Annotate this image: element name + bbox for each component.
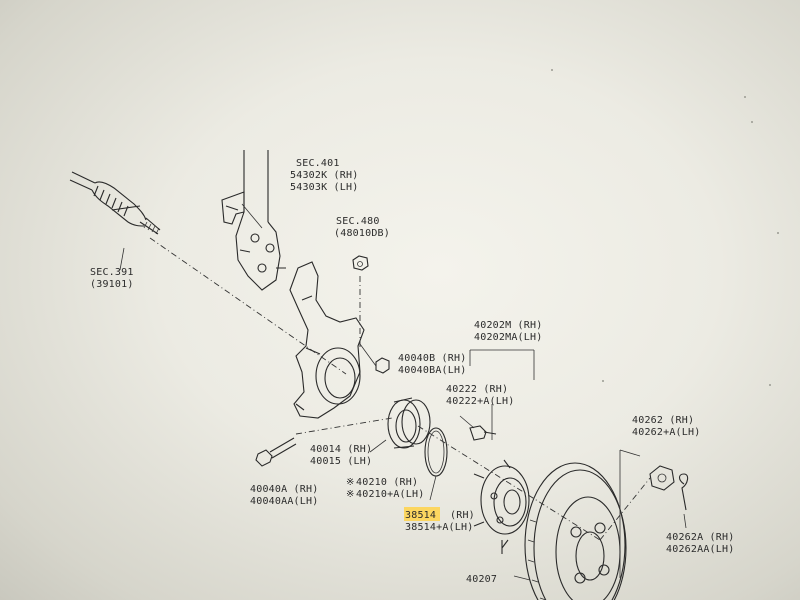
label-48010db: (48010DB) bbox=[334, 228, 390, 239]
label-40210: 40210 (RH) bbox=[356, 477, 418, 488]
brake-rotor-40207 bbox=[524, 462, 627, 600]
label-38514-rh: (RH) bbox=[450, 510, 475, 521]
leader-lines bbox=[119, 203, 687, 581]
drive-shaft bbox=[69, 171, 161, 235]
label-40207: 40207 bbox=[466, 574, 497, 585]
hub-bearing-40210 bbox=[387, 397, 431, 449]
wheel-hub-40202m bbox=[473, 459, 530, 554]
label-40210a: 40210+A(LH) bbox=[356, 489, 424, 500]
label-star-2: ※ bbox=[346, 489, 355, 500]
label-40040a: 40040A (RH) bbox=[250, 484, 318, 495]
label-38514a: 38514+A(LH) bbox=[405, 522, 473, 533]
label-40262a: 40262+A(LH) bbox=[632, 427, 700, 438]
label-40202m: 40202M (RH) bbox=[474, 320, 542, 331]
strut-assembly bbox=[221, 150, 286, 291]
label-40222a: 40222+A(LH) bbox=[446, 396, 514, 407]
label-40262aa: 40262AA(LH) bbox=[666, 544, 734, 555]
label-sec401: SEC.401 bbox=[296, 158, 340, 169]
label-38514: 38514 bbox=[405, 510, 436, 521]
label-star-1: ※ bbox=[346, 477, 355, 488]
label-54302k: 54302K (RH) bbox=[290, 170, 358, 181]
label-40202ma: 40202MA(LH) bbox=[474, 332, 542, 343]
label-40040aa: 40040AA(LH) bbox=[250, 496, 318, 507]
hub-bolt-40222 bbox=[469, 425, 497, 441]
label-40040ba: 40040BA(LH) bbox=[398, 365, 466, 376]
snap-ring-38514 bbox=[424, 427, 448, 477]
label-40262: 40262 (RH) bbox=[632, 415, 694, 426]
label-39101: (39101) bbox=[90, 279, 134, 290]
label-54303k: 54303K (LH) bbox=[290, 182, 358, 193]
paper-specks bbox=[551, 69, 779, 386]
part-number-highlight bbox=[404, 507, 440, 521]
label-40222: 40222 (RH) bbox=[446, 384, 508, 395]
hub-nut-40262 bbox=[649, 465, 675, 491]
cotter-pin-40262a bbox=[678, 473, 689, 511]
callout-labels: SEC.401 54302K (RH) 54303K (LH) SEC.480 … bbox=[90, 158, 734, 585]
label-40040b: 40040B (RH) bbox=[398, 353, 466, 364]
label-sec480: SEC.480 bbox=[336, 216, 380, 227]
nut-48010db bbox=[352, 255, 369, 271]
label-40015: 40015 (LH) bbox=[310, 456, 372, 467]
label-40262a2: 40262A (RH) bbox=[666, 532, 734, 543]
steering-knuckle bbox=[289, 261, 365, 419]
bolt-40040b bbox=[375, 357, 390, 374]
bolt-40040a bbox=[255, 437, 297, 467]
label-sec391: SEC.391 bbox=[90, 267, 134, 278]
label-40014: 40014 (RH) bbox=[310, 444, 372, 455]
